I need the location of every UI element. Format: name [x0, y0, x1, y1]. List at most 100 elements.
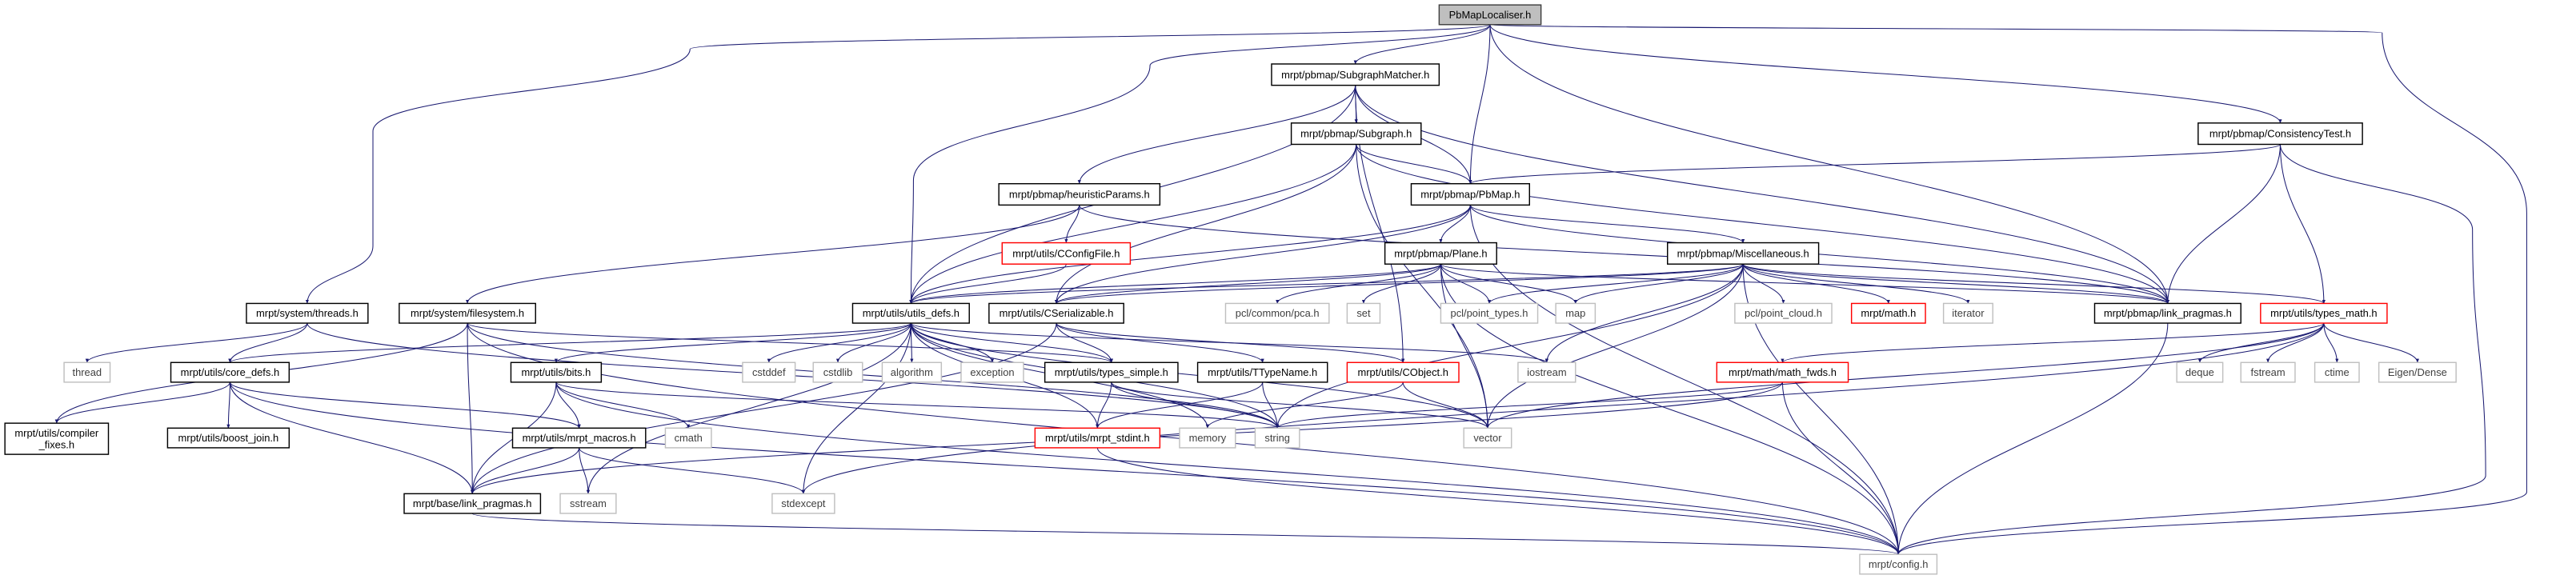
node-eigen[interactable]: Eigen/Dense — [2378, 361, 2457, 383]
edge-misc-to-iostream — [1544, 264, 1744, 363]
node-iterator[interactable]: iterator — [1942, 302, 1993, 324]
node-cmath[interactable]: cmath — [664, 427, 712, 449]
edge-misc-to-map — [1573, 264, 1744, 304]
edge-subgraph-to-pbmaplink — [1356, 144, 2169, 304]
edge-misc-to-utilsdefs — [909, 263, 1744, 304]
node-mathh[interactable]: mrpt/math.h — [1850, 302, 1926, 324]
node-box — [166, 427, 290, 449]
node-stdexcept[interactable]: stdexcept — [771, 493, 835, 514]
node-filesystem[interactable]: mrpt/system/filesystem.h — [399, 302, 536, 324]
node-fstream[interactable]: fstream — [2240, 361, 2296, 383]
node-mrptstdint[interactable]: mrpt/utils/mrpt_stdint.h — [1034, 427, 1161, 449]
node-set[interactable]: set — [1346, 302, 1381, 324]
node-localiser[interactable]: PbMapLocaliser.h — [1438, 4, 1542, 26]
node-label: mrpt/pbmap/Plane.h — [1394, 247, 1487, 259]
edge-utilsdefs-to-bits — [554, 322, 911, 363]
edge-utilsdefs-to-typessimple — [910, 322, 1113, 363]
node-box — [1850, 302, 1926, 324]
node-box — [511, 427, 647, 449]
node-label: mrpt/pbmap/PbMap.h — [1420, 189, 1520, 201]
node-box — [851, 302, 970, 324]
node-config[interactable]: mrpt/config.h — [1859, 553, 1938, 575]
node-thread[interactable]: thread — [63, 361, 111, 383]
node-bits[interactable]: mrpt/utils/bits.h — [510, 361, 603, 383]
node-typesmath[interactable]: mrpt/utils/types_math.h — [2260, 302, 2388, 324]
edge-localiser-to-consistency — [1489, 24, 2282, 124]
node-cserializable[interactable]: mrpt/utils/CSerializable.h — [988, 302, 1124, 324]
node-box — [771, 493, 835, 514]
node-exception[interactable]: exception — [960, 361, 1024, 383]
node-deque[interactable]: deque — [2176, 361, 2224, 383]
edge-pbmap-to-config — [1469, 205, 1901, 555]
edge-subgraph-to-vector — [1356, 144, 1489, 429]
edge-mathfwds-to-config — [1781, 381, 1901, 555]
node-box — [1196, 361, 1328, 383]
node-ttypename[interactable]: mrpt/utils/TTypeName.h — [1196, 361, 1328, 383]
node-pca[interactable]: pcl/common/pca.h — [1224, 302, 1330, 324]
node-cobject[interactable]: mrpt/utils/CObject.h — [1346, 361, 1460, 383]
node-sstream[interactable]: sstream — [559, 493, 617, 514]
node-mrptmacros[interactable]: mrpt/utils/mrpt_macros.h — [511, 427, 647, 449]
node-typessimple[interactable]: mrpt/utils/types_simple.h — [1044, 361, 1179, 383]
edge-filesystem-to-baselink — [467, 323, 475, 494]
edge-heuristic-to-cconfigfile — [1064, 205, 1080, 244]
edge-plane-to-vector — [1440, 264, 1489, 429]
edge-bits-to-cmath — [555, 381, 691, 429]
node-box — [1034, 427, 1161, 449]
edge-mrptmacros-to-stdexcept — [579, 447, 805, 494]
node-consistency[interactable]: mrpt/pbmap/ConsistencyTest.h — [2197, 122, 2363, 146]
node-label: map — [1565, 307, 1585, 319]
edge-threads-to-coredefs — [228, 322, 308, 363]
edge-coredefs-to-baselink — [229, 381, 475, 494]
node-cstdlib[interactable]: cstdlib — [812, 361, 863, 383]
node-map[interactable]: map — [1555, 302, 1596, 324]
node-label: string — [1264, 432, 1290, 444]
node-label: mrpt/utils/mrpt_stdint.h — [1045, 432, 1150, 444]
edge-filesystem-to-string — [467, 322, 1280, 429]
node-threads[interactable]: mrpt/system/threads.h — [246, 302, 369, 324]
node-label: sstream — [570, 497, 607, 509]
node-iostream[interactable]: iostream — [1517, 361, 1576, 383]
node-box — [1734, 302, 1833, 324]
node-vector[interactable]: vector — [1463, 427, 1512, 449]
node-pointcloud[interactable]: pcl/point_cloud.h — [1734, 302, 1833, 324]
node-box — [1667, 242, 1820, 265]
node-label: pcl/point_cloud.h — [1745, 307, 1822, 319]
node-ctime[interactable]: ctime — [2314, 361, 2360, 383]
node-label: mrpt/pbmap/Subgraph.h — [1300, 128, 1412, 140]
node-utilsdefs[interactable]: mrpt/utils/utils_defs.h — [851, 302, 970, 324]
node-label: pcl/point_types.h — [1451, 307, 1528, 319]
edge-bits-to-string — [555, 381, 1280, 429]
edge-misc-to-typesmath — [1742, 263, 2326, 304]
edge-localiser-to-pbmaplink — [1489, 24, 2169, 304]
node-string[interactable]: string — [1254, 427, 1300, 449]
edge-layer — [54, 24, 2527, 555]
node-plane[interactable]: mrpt/pbmap/Plane.h — [1384, 242, 1497, 265]
node-boostjoin[interactable]: mrpt/utils/boost_join.h — [166, 427, 290, 449]
node-subgraph[interactable]: mrpt/pbmap/Subgraph.h — [1290, 122, 1422, 146]
node-label: thread — [72, 366, 102, 378]
node-algorithm[interactable]: algorithm — [881, 361, 943, 383]
node-coredefs[interactable]: mrpt/utils/core_defs.h — [170, 361, 290, 383]
node-label: mrpt/utils/types_math.h — [2270, 307, 2377, 319]
node-pbmaplink[interactable]: mrpt/pbmap/link_pragmas.h — [2093, 302, 2241, 324]
node-label: mrpt/utils/CObject.h — [1358, 366, 1448, 378]
node-compilerfixes[interactable]: mrpt/utils/compiler_fixes.h — [4, 422, 110, 455]
node-baselink[interactable]: mrpt/base/link_pragmas.h — [403, 493, 542, 514]
node-heuristic[interactable]: mrpt/pbmap/heuristicParams.h — [998, 182, 1161, 206]
node-cstddef[interactable]: cstddef — [742, 361, 796, 383]
node-pointtypes[interactable]: pcl/point_types.h — [1440, 302, 1539, 324]
node-pbmap[interactable]: mrpt/pbmap/PbMap.h — [1410, 182, 1530, 206]
node-memory[interactable]: memory — [1179, 427, 1236, 449]
node-box — [1001, 242, 1132, 265]
edge-typessimple-to-mrptstdint — [1096, 381, 1112, 429]
node-box — [812, 361, 863, 383]
edge-ttypename-to-string — [1262, 381, 1280, 429]
node-misc[interactable]: mrpt/pbmap/Miscellaneous.h — [1667, 242, 1820, 265]
node-cconfigfile[interactable]: mrpt/utils/CConfigFile.h — [1001, 242, 1132, 265]
edge-typesmath-to-fstream — [2266, 322, 2325, 363]
node-subgraphmatcher[interactable]: mrpt/pbmap/SubgraphMatcher.h — [1271, 63, 1440, 86]
edge-subgraph-to-pbmap — [1356, 144, 1472, 185]
node-mathfwds[interactable]: mrpt/math/math_fwds.h — [1716, 361, 1849, 383]
edge-localiser-to-config — [1489, 24, 2527, 555]
